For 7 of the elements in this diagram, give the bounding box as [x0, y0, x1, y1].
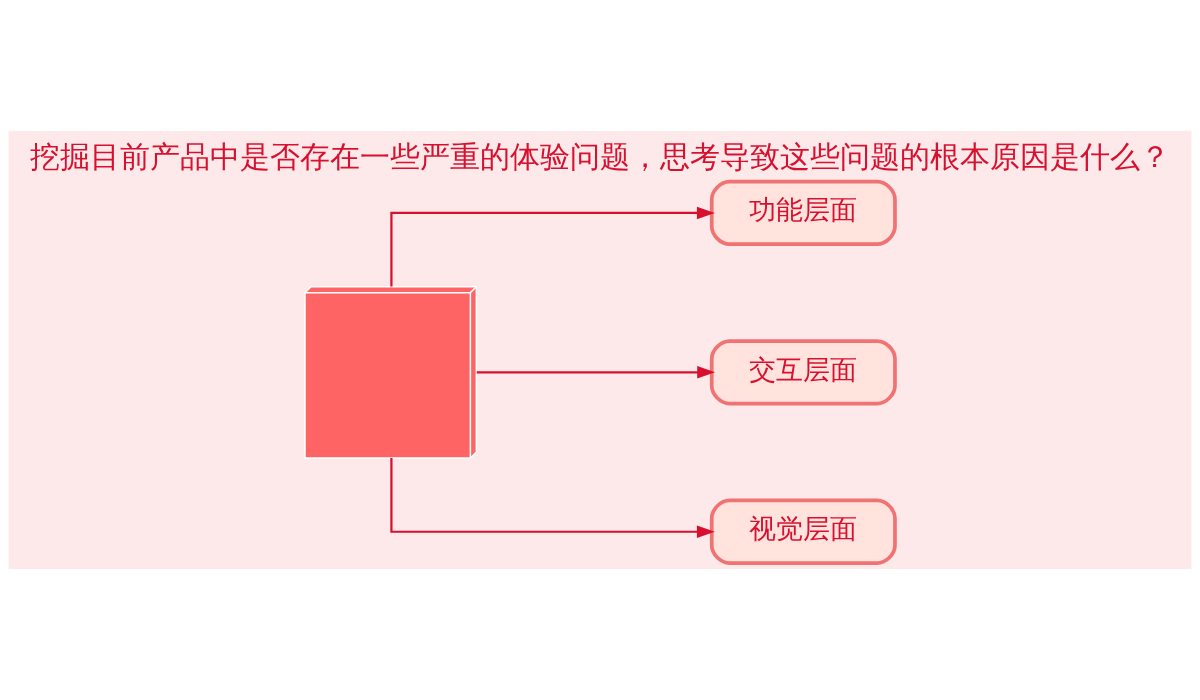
arrow	[476, 366, 716, 379]
arrow	[390, 206, 715, 287]
diagram-title: 挖掘目前产品中是否存在一些严重的体验问题，思考导致这些问题的根本原因是什么？	[30, 138, 1170, 174]
node-box: 功能层面	[709, 179, 897, 247]
node-box: 视觉层面	[709, 498, 897, 565]
arrow	[390, 458, 715, 539]
node-box: 交互层面	[709, 339, 897, 406]
